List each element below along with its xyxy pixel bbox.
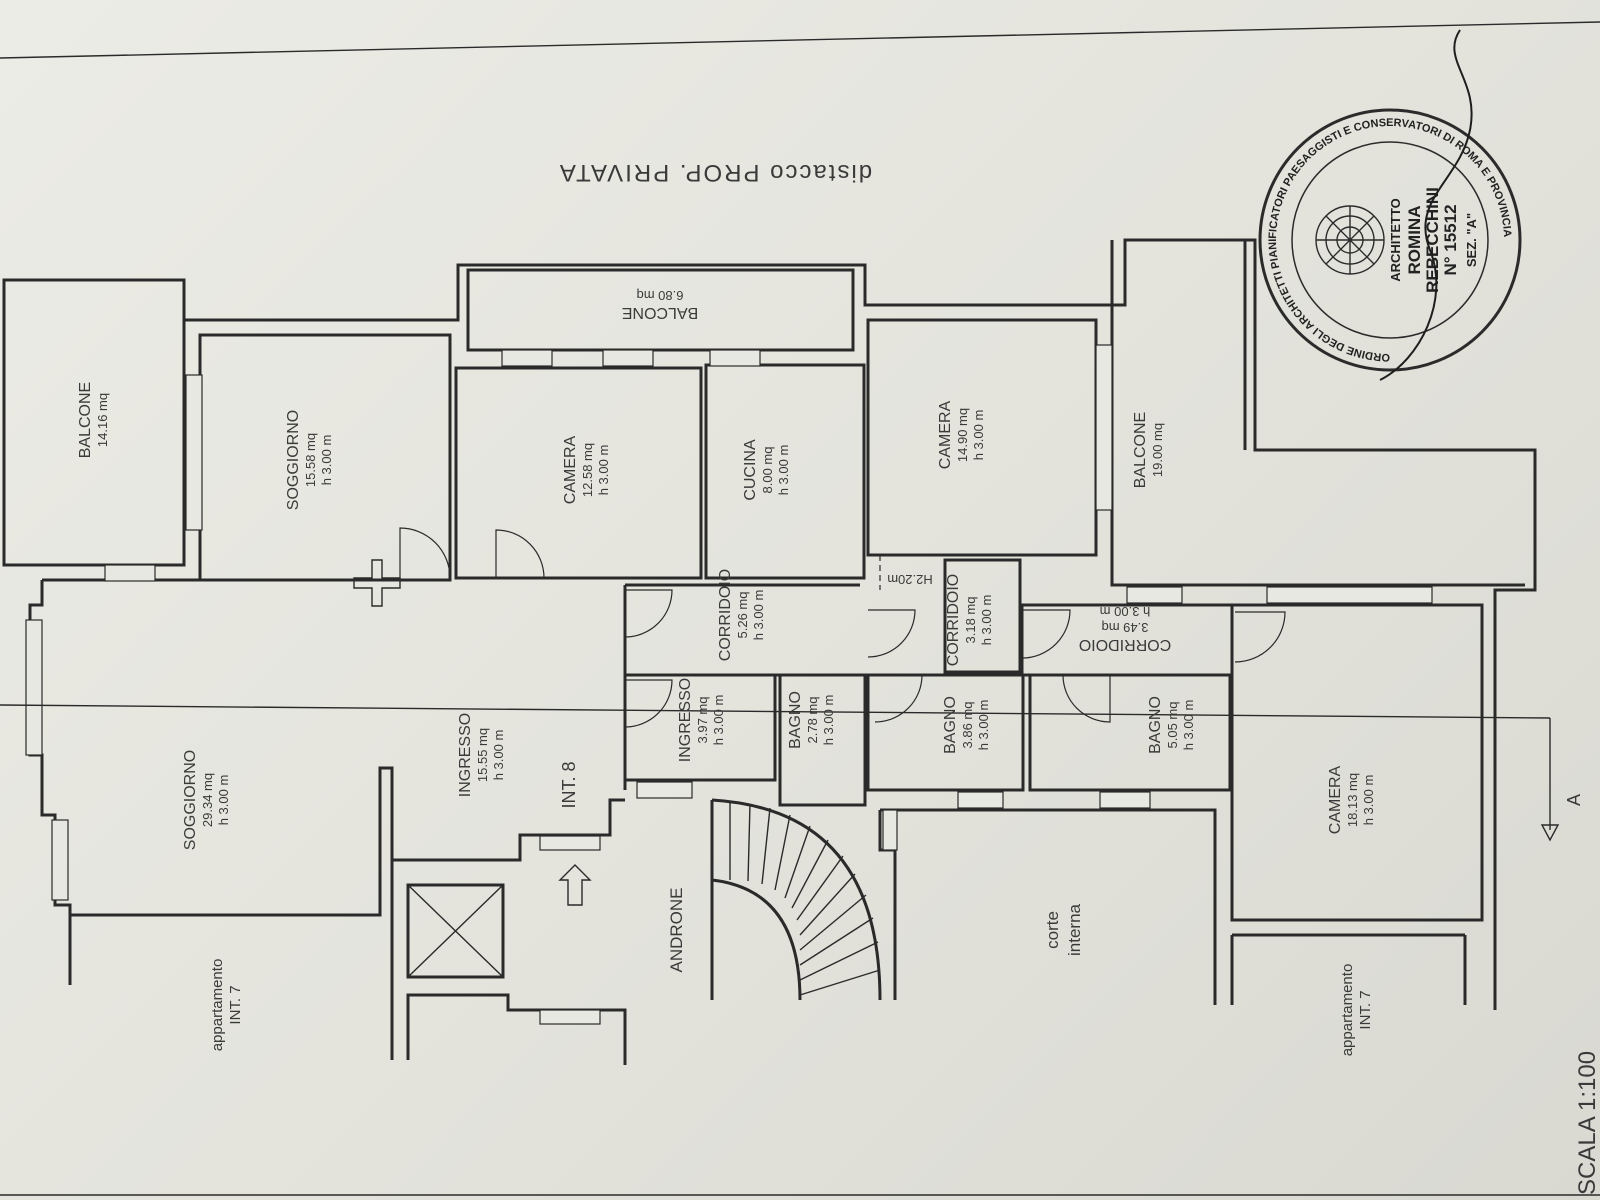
room-name: CORRIDOIO — [945, 574, 962, 666]
room-name: BAGNO — [1147, 696, 1164, 754]
corte-label-2: interna — [1065, 903, 1084, 956]
room-height: h 3.00 m — [319, 435, 334, 486]
room-height: h 3.00 m — [971, 410, 986, 461]
room-name: BALCONE — [77, 382, 94, 458]
room-area: 5.05 mq — [1165, 702, 1180, 749]
room-area: 14.90 mq — [955, 408, 970, 462]
room-name: CORRIDOIO — [1079, 636, 1171, 653]
room-name: BAGNO — [942, 696, 959, 754]
room-area: 29.34 mq — [200, 773, 215, 827]
room-name: BALCONE — [622, 304, 698, 321]
room-height: h 3.00 m — [711, 695, 726, 746]
corte-label-1: corte — [1043, 911, 1062, 949]
door-swings — [399, 527, 1286, 728]
room-area: 6.80 mq — [637, 288, 684, 303]
stamp-line4: N° 15512 — [1441, 204, 1460, 275]
elevator-shaft — [406, 883, 505, 979]
room-area: 19.00 mq — [1150, 423, 1165, 477]
walls — [2, 238, 1537, 1065]
room-area: 12.58 mq — [580, 443, 595, 497]
apt-left-label-2: INT. 7 — [227, 985, 244, 1024]
apt-right-label-2: INT. 7 — [1357, 990, 1374, 1029]
signature — [1379, 29, 1473, 381]
scale-label: SCALA 1:100 — [1574, 1051, 1600, 1195]
architect-stamp: ARCHITETTO ROMINA REBECCHINI N° 15512 SE… — [1258, 108, 1522, 372]
apt-left-label-1: appartamento — [209, 959, 226, 1052]
apt-right-label-1: appartamento — [1339, 964, 1356, 1057]
room-area: 18.13 mq — [1345, 773, 1360, 827]
room-area: 3.18 mq — [963, 597, 978, 644]
h220-label: H2.20m — [887, 572, 933, 587]
room-area: 14.16 mq — [95, 393, 110, 447]
header-note: distacco PROP. PRIVATA — [558, 159, 872, 186]
room-name: CAMERA — [1327, 765, 1344, 834]
room-name: BAGNO — [787, 691, 804, 749]
room-name: SOGGIORNO — [285, 410, 302, 510]
stamp-line5: SEZ. "A" — [1464, 213, 1479, 267]
room-name: CAMERA — [562, 435, 579, 504]
room-height: h 3.00 m — [216, 775, 231, 826]
room-area: 8.00 mq — [760, 447, 775, 494]
room-height: h 3.00 m — [776, 445, 791, 496]
room-name: BALCONE — [1132, 412, 1149, 488]
room-name: CORRIDOIO — [717, 569, 734, 661]
room-height: h 3.00 m — [1361, 775, 1376, 826]
stamp-line2: ROMINA — [1405, 206, 1424, 275]
room-height: h 3.00 m — [596, 445, 611, 496]
room-name: SOGGIORNO — [182, 750, 199, 850]
room-name: INGRESSO — [457, 713, 474, 797]
room-height: h 3.00 m — [979, 595, 994, 646]
section-line — [0, 704, 1560, 842]
androne-label: ANDRONE — [667, 887, 686, 972]
int8-label: INT. 8 — [559, 761, 579, 808]
room-height: h 3.00 m — [491, 730, 506, 781]
windows — [25, 344, 1433, 1025]
room-height: h 3.00 m — [821, 695, 836, 746]
room-area: 3.49 mq — [1102, 620, 1149, 635]
room-area: 15.55 mq — [475, 728, 490, 782]
room-height: h 3.00 m — [1181, 700, 1196, 751]
room-height: h 3.00 m — [1100, 604, 1151, 619]
room-height: h 3.00 m — [976, 700, 991, 751]
room-area: 3.86 mq — [960, 702, 975, 749]
room-area: 15.58 mq — [303, 433, 318, 487]
entry-arrow — [558, 864, 592, 906]
room-name: CAMERA — [937, 400, 954, 469]
sheet-top-edge — [0, 21, 1600, 59]
room-height: h 3.00 m — [751, 590, 766, 641]
section-label: A — [1564, 794, 1584, 806]
room-area: 5.26 mq — [735, 592, 750, 639]
staircase — [729, 802, 881, 996]
pillar — [353, 559, 401, 607]
room-name: INGRESSO — [677, 678, 694, 762]
room-area: 3.97 mq — [695, 697, 710, 744]
stamp-line1: ARCHITETTO — [1388, 198, 1403, 282]
room-area: 2.78 mq — [805, 697, 820, 744]
room-name: CUCINA — [742, 439, 759, 501]
